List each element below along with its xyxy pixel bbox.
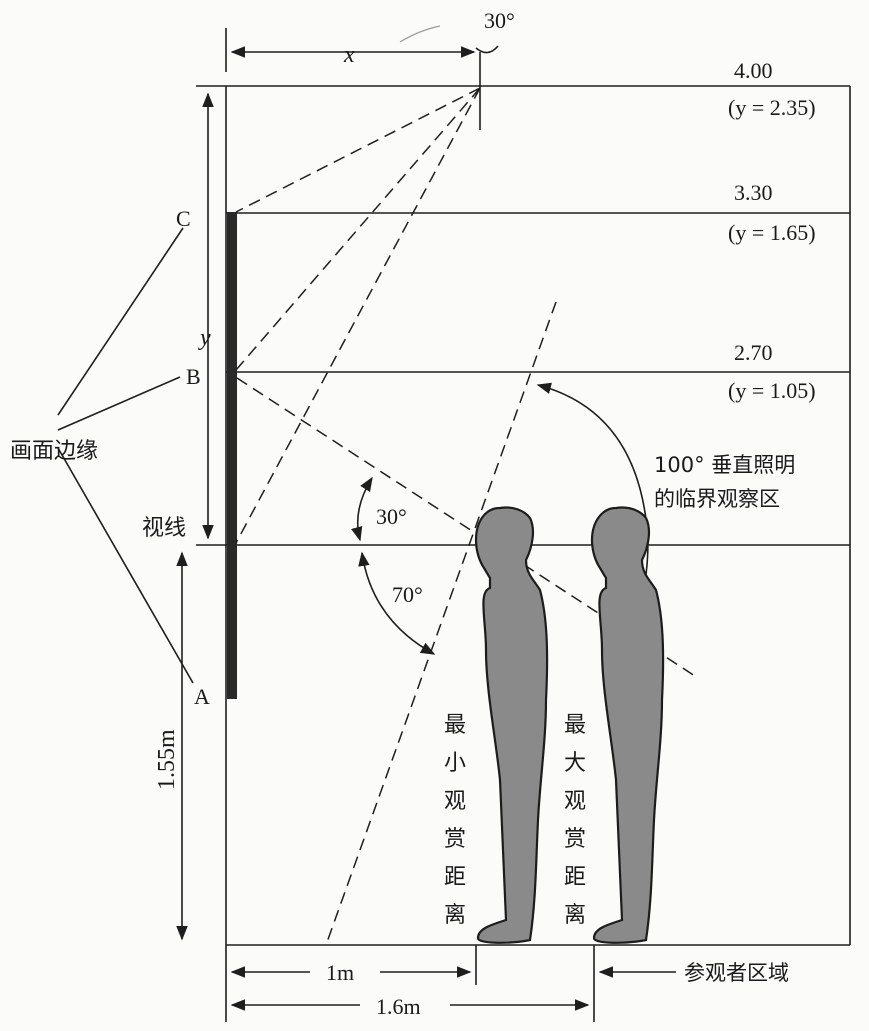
svg-text:小: 小 [444, 751, 466, 776]
viewer-figure-far [590, 506, 665, 944]
picture-edge-label: 画面边缘 [10, 439, 98, 464]
edge-pointer-a [57, 447, 194, 684]
svg-text:距: 距 [564, 865, 586, 890]
angle-70-label: 70° [392, 582, 423, 607]
svg-text:观: 观 [444, 789, 466, 814]
viewer-figure-near [474, 506, 549, 944]
visitor-zone-label: 参观者区域 [684, 961, 789, 985]
level-270-y: (y = 1.05) [728, 378, 816, 403]
level-400-y: (y = 2.35) [728, 95, 816, 120]
light-beam-to-b [235, 87, 481, 371]
svg-text:赏: 赏 [444, 827, 466, 852]
x-label: x [343, 42, 355, 68]
angle-70-arc [358, 551, 436, 655]
point-c-label: C [176, 206, 191, 231]
svg-text:最: 最 [444, 713, 466, 738]
picture-panel [227, 212, 237, 699]
svg-text:最: 最 [564, 713, 586, 738]
svg-text:距: 距 [444, 865, 466, 890]
level-270-label: 2.70 [734, 340, 773, 365]
pen-mark [399, 25, 441, 43]
angle-30-arc-top [475, 45, 499, 54]
point-a-label: A [194, 684, 210, 709]
edge-pointer-c [57, 227, 184, 416]
critical-zone-line2: 的临界观察区 [654, 487, 780, 511]
svg-text:离: 离 [444, 903, 466, 928]
level-400-label: 4.00 [734, 58, 773, 83]
svg-text:大: 大 [564, 751, 586, 776]
dim-16m-label: 1.6m [376, 994, 421, 1019]
critical-zone-line1: 100° 垂直照明 [654, 453, 795, 477]
light-beam-to-c [235, 87, 481, 213]
min-distance-label: 最 小 观 赏 距 离 [444, 713, 466, 928]
y-label: y [198, 325, 211, 351]
top-angle-label: 30° [484, 8, 515, 33]
svg-text:离: 离 [564, 903, 586, 928]
light-beam-to-sight [235, 87, 481, 544]
svg-text:赏: 赏 [564, 827, 586, 852]
angle-30-label: 30° [376, 504, 407, 529]
angle-30-arc [351, 476, 373, 542]
svg-text:观: 观 [564, 789, 586, 814]
edge-pointer-b [57, 376, 181, 431]
dim-1m-label: 1m [326, 960, 354, 985]
sight-line-label: 视线 [142, 516, 186, 541]
max-distance-label: 最 大 观 赏 距 离 [564, 713, 586, 928]
eye-height-label: 1.55m [154, 729, 180, 790]
level-330-y: (y = 1.65) [728, 220, 816, 245]
point-b-label: B [186, 364, 201, 389]
level-330-label: 3.30 [734, 180, 773, 205]
